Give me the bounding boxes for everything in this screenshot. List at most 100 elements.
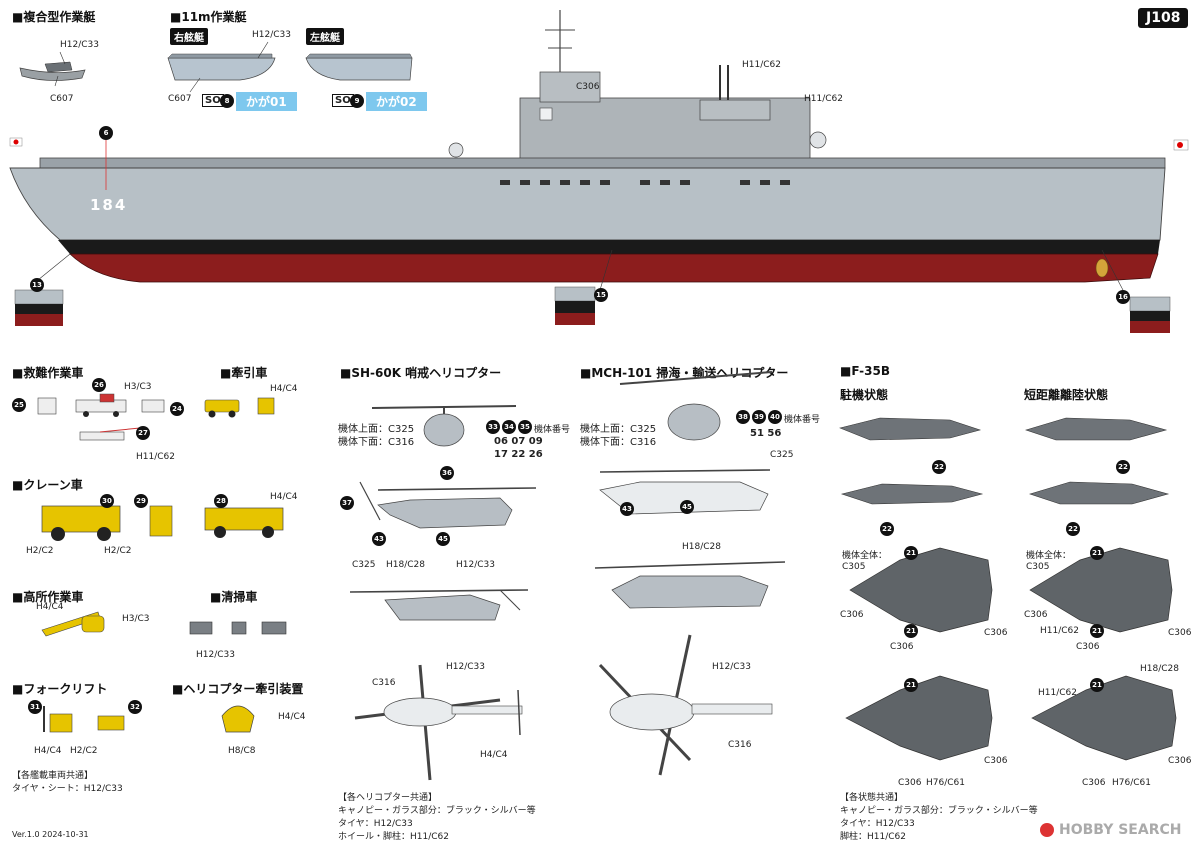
badge-16: 16 [1116, 290, 1130, 304]
badge-36: 36 [440, 466, 454, 480]
f35-h18: H18/C28 [1140, 664, 1179, 674]
f35-c306-4: C306 [1024, 610, 1048, 620]
label-sweeper-h12: H12/C33 [196, 650, 235, 660]
label-aerial-h4: H4/C4 [36, 602, 64, 612]
badge-26: 26 [92, 378, 106, 392]
note-helo-l1: キャノピー・ガラス部分：ブラック・シルバー等 [338, 806, 536, 816]
watermark-text: HOBBY SEARCH [1059, 822, 1182, 838]
note-helo-l2: タイヤ：H12/C33 [338, 819, 413, 829]
label-rescue-h11: H11/C62 [136, 452, 175, 462]
label-fork-h2: H2/C2 [70, 746, 98, 756]
badge-24: 24 [170, 402, 184, 416]
label-ship-c306: C306 [576, 82, 600, 92]
badge-22-d: 22 [1066, 522, 1080, 536]
label-aerial-h3: H3/C3 [122, 614, 150, 624]
label-11m-top: H12/C33 [252, 30, 291, 40]
hull-number: 184 [90, 196, 128, 214]
section-sweeper: ■清掃車 [210, 590, 258, 604]
sh60k-illustrations [349, 405, 537, 781]
badge-40: 40 [768, 410, 782, 424]
badge-30: 30 [100, 494, 114, 508]
f35-c306-5: C306 [1168, 628, 1192, 638]
badge-21-c: 21 [904, 624, 918, 638]
section-11m-boat: ■11m作業艇 [170, 10, 247, 24]
label-tow-h4: H4/C4 [270, 384, 298, 394]
label-crane-h2-2: H2/C2 [104, 546, 132, 556]
version-label: Ver.1.0 2024-10-31 [12, 830, 89, 839]
note-jet-l1: キャノピー・ガラス部分：ブラック・シルバー等 [840, 806, 1038, 816]
f35-h76-2: H76/C61 [1112, 778, 1151, 788]
starboard-boat-label: 右舷艇 [170, 28, 208, 45]
label-fork-h4: H4/C4 [34, 746, 62, 756]
mch101-illustrations [594, 371, 786, 776]
note-jet-l2: タイヤ：H12/C33 [840, 819, 915, 829]
badge-37: 37 [340, 496, 354, 510]
f35-c306-9: C306 [1082, 778, 1106, 788]
sh-upper: 機体上面：C325 [338, 424, 415, 435]
badge-21-d: 21 [1090, 624, 1104, 638]
label-helitow-h4: H4/C4 [278, 712, 306, 722]
sh-lower: 機体下面：C316 [338, 437, 415, 448]
badge-22-b: 22 [1116, 460, 1130, 474]
label-ship-h11-2: H11/C62 [804, 94, 843, 104]
f35-c305-left: C305 [842, 562, 866, 572]
badge-6: 6 [99, 126, 113, 140]
note-jet: 【各状態共通】 キャノピー・ガラス部分：ブラック・シルバー等 タイヤ：H12/C… [840, 792, 1038, 844]
label-composite-boat-top: H12/C33 [60, 40, 99, 50]
section-forklift: ■フォークリフト [12, 682, 108, 696]
badge-32: 32 [128, 700, 142, 714]
section-tow-vehicle: ■牽引車 [220, 366, 268, 380]
sh-id-label: 機体番号 [534, 425, 571, 435]
note-vehicles-line: タイヤ・シート：H12/C33 [12, 784, 123, 794]
f35-c306-7: C306 [898, 778, 922, 788]
badge-31: 31 [28, 700, 42, 714]
mch-id-label: 機体番号 [784, 415, 821, 425]
label-sh-c316: C316 [372, 678, 396, 688]
f35-c306-1: C306 [840, 610, 864, 620]
section-aerial-vehicle: ■高所作業車 [12, 590, 84, 604]
f35-h11-1: H11/C62 [1040, 626, 1079, 636]
sh-ids-row1: 06 07 09 [494, 436, 543, 447]
badge-21-f: 21 [1090, 678, 1104, 692]
note-helo-title: 【各ヘリコプター共通】 [338, 793, 438, 803]
badge-33: 33 [486, 420, 500, 434]
badge-8: 8 [220, 94, 234, 108]
boat-illustrations [19, 41, 413, 93]
label-ship-h11-1: H11/C62 [742, 60, 781, 70]
section-heli-tow: ■ヘリコプター牽引装置 [172, 682, 304, 696]
section-composite-boat: ■複合型作業艇 [12, 10, 96, 24]
badge-13: 13 [30, 278, 44, 292]
decal-kaga-02: かが02 [366, 92, 427, 111]
f35-c306-10: C306 [1168, 756, 1192, 766]
badge-21-e: 21 [904, 678, 918, 692]
label-11m-bottom: C607 [168, 94, 192, 104]
port-boat-label: 左舷艇 [306, 28, 344, 45]
label-sh-h12: H12/C33 [456, 560, 495, 570]
watermark: HOBBY SEARCH [1040, 822, 1181, 838]
mch-upper: 機体上面：C325 [580, 424, 657, 435]
badge-39: 39 [752, 410, 766, 424]
label-sh-h12-top: H12/C33 [446, 662, 485, 672]
badge-29: 29 [134, 494, 148, 508]
label-crane-h4: H4/C4 [270, 492, 298, 502]
badge-27: 27 [136, 426, 150, 440]
badge-21-a: 21 [904, 546, 918, 560]
badge-45-mch: 45 [680, 500, 694, 514]
badge-9: 9 [350, 94, 364, 108]
mch-lower: 機体下面：C316 [580, 437, 657, 448]
sh-ids-row2: 17 22 26 [494, 449, 543, 460]
label-sh-c325: C325 [352, 560, 376, 570]
vehicle-illustrations [37, 393, 287, 733]
f35-c305-right: C305 [1026, 562, 1050, 572]
section-rescue-vehicle: ■救難作業車 [12, 366, 84, 380]
note-vehicles: 【各艦載車両共通】 タイヤ・シート：H12/C33 [12, 770, 123, 796]
f35-body-left: 機体全体： [842, 551, 888, 561]
badge-34: 34 [502, 420, 516, 434]
badge-15: 15 [594, 288, 608, 302]
f35-c306-6: C306 [1076, 642, 1100, 652]
badge-45: 45 [436, 532, 450, 546]
badge-43-mch: 43 [620, 502, 634, 516]
badge-35: 35 [518, 420, 532, 434]
mch-ids: 51 56 [750, 428, 782, 439]
badge-22-a: 22 [932, 460, 946, 474]
